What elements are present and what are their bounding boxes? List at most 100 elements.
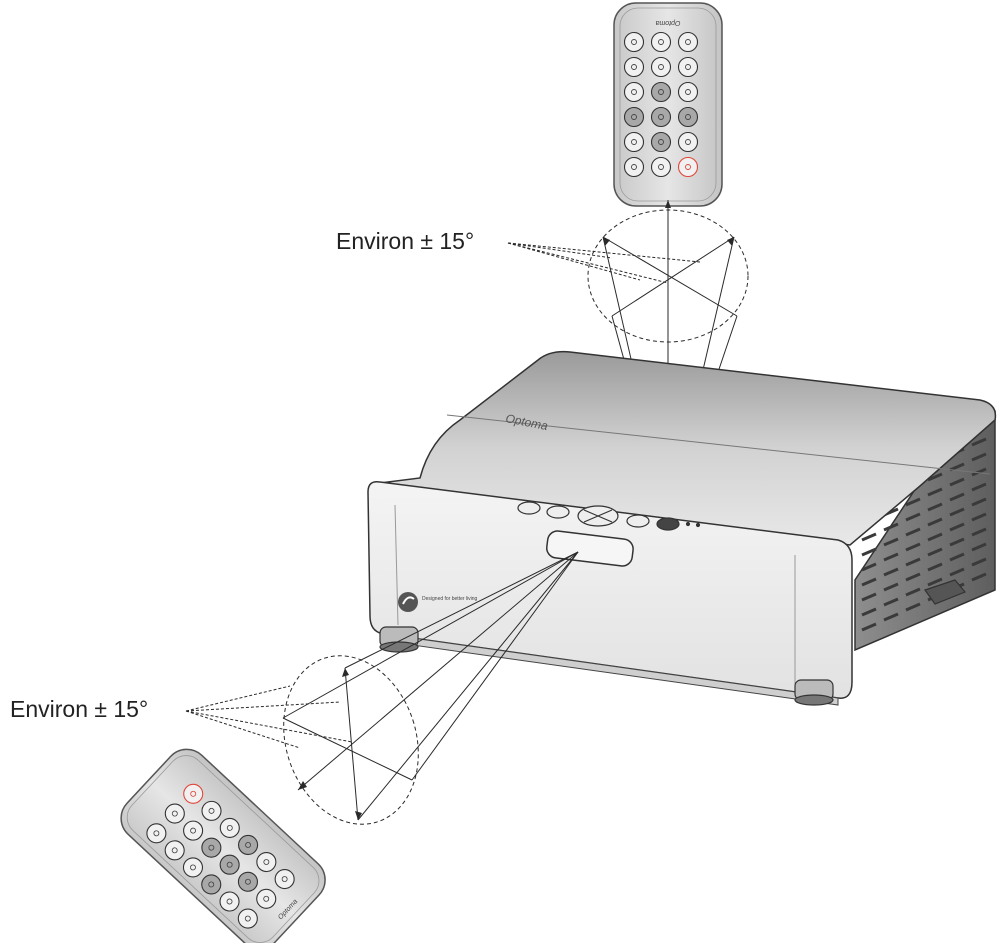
remote-button [677,131,699,153]
remote-button-glyph [226,824,233,831]
remote-button-glyph [631,64,637,70]
vent-slot [883,582,899,592]
vent-slot [905,572,921,582]
power-button [656,517,680,531]
vent-slot [861,547,877,557]
remote-button-glyph [263,859,270,865]
remote-button [623,31,645,53]
remote-button [677,56,699,78]
remote-button-glyph [685,89,691,95]
remote-button [623,106,645,128]
remote-button-glyph [685,139,691,145]
remote-button-glyph [685,114,691,120]
vent-slot [927,517,943,527]
remote-button [650,156,672,178]
remote-button-glyph [244,878,251,885]
remote-button-glyph [658,114,664,120]
remote-button-glyph [631,39,637,45]
remote-button [219,817,240,838]
remote-button [201,800,222,821]
remote-button-glyph [226,898,233,905]
remote-button-glyph [281,876,288,883]
remote-bottom: Optoma [120,748,326,948]
vent-slot [949,462,965,472]
vent-slot [861,607,877,617]
bottom-angle-ellipse [283,655,419,825]
vent-slot [905,557,921,567]
remote-button [237,908,258,929]
side-vents [861,437,987,632]
vent-slot [949,537,965,547]
vent-slot [927,502,943,512]
vent-slot [883,522,899,532]
vent-slot [971,497,987,507]
remote-button-glyph [658,64,664,70]
vent-slot [883,597,899,607]
vent-slot [971,512,987,522]
vent-slot [949,477,965,487]
remote-button-glyph [658,139,664,145]
vent-slot [905,587,921,597]
remote-button [623,156,645,178]
remote-top: Optoma [613,2,723,207]
remote-button [623,81,645,103]
remote-button-glyph [631,89,637,95]
remote-button [650,81,672,103]
vent-slot [861,562,877,572]
vent-slot [883,612,899,622]
remote-button-glyph [153,830,160,837]
remote-button-glyph [190,864,196,871]
remote-button-glyph [226,861,233,868]
angle-label-bottom: Environ ± 15° [10,696,149,722]
remote-button [256,888,277,909]
remote-button [219,854,240,875]
remote-button [219,891,240,912]
remote-button [238,834,259,856]
remote-button-glyph [685,164,691,170]
remote-button-glyph [685,39,691,45]
vent-slot [971,557,987,567]
remote-button [677,106,699,128]
remote-button [650,56,672,78]
control-panel [517,501,701,531]
eco-badge-icon [398,592,418,612]
remote-button [164,803,185,824]
remote-button-glyph [190,827,197,834]
remote-bottom-buttons [146,783,295,929]
vent-slot [971,467,987,477]
vent-slot [927,532,943,542]
remote-button [201,837,222,858]
vent-slot [971,542,987,552]
remote-button [623,131,645,153]
vent-slot [971,482,987,492]
vent-slot [927,562,943,572]
remote-button [677,81,699,103]
remote-button-glyph [631,139,637,145]
remote-top-buttons [623,31,699,178]
remote-button-glyph [631,164,637,170]
vent-slot [883,537,899,547]
remote-button [274,869,295,890]
bottom-ir-cone [185,551,579,825]
remote-button-glyph [244,915,251,922]
remote-button [201,874,222,895]
remote-button [256,851,277,873]
remote-button [183,820,204,841]
eco-badge-text: Designed for better living [422,596,478,602]
remote-button [677,31,699,53]
remote-button [650,106,672,128]
remote-button-glyph [658,39,664,45]
remote-button [650,131,672,153]
remote-button-glyph [208,881,215,888]
bottom-axis-line [297,551,579,791]
projector-feet [379,579,966,706]
remote-button-glyph [208,844,215,851]
vent-slot [971,527,987,537]
vent-slot [905,497,921,507]
vent-slot [927,487,943,497]
remote-button-glyph [631,114,637,120]
vent-slot [927,547,943,557]
remote-button [164,840,185,861]
power-icon [677,156,699,178]
